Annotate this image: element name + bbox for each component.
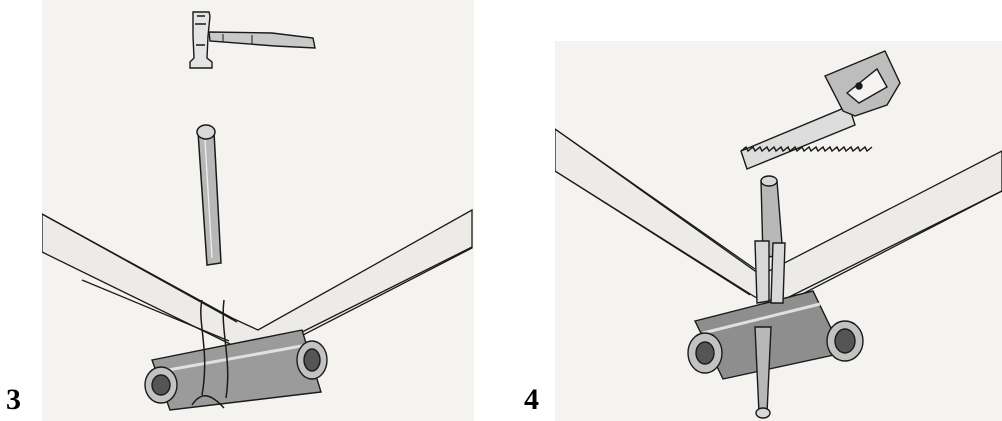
peg-bottom: [755, 327, 771, 418]
illustration-panel-4: [555, 41, 1002, 421]
upper-pole: [42, 210, 472, 350]
panel-3-drawing: [42, 0, 474, 421]
hammer-icon: [190, 12, 315, 68]
crossing-tube: [688, 291, 863, 379]
dowel-peg: [197, 125, 221, 265]
saw-icon: [741, 51, 900, 169]
panel-4-drawing: [555, 41, 1002, 421]
step-number-3: 3: [6, 385, 21, 415]
step-number-4: 4: [524, 385, 539, 415]
illustration-panel-3: [42, 0, 474, 421]
